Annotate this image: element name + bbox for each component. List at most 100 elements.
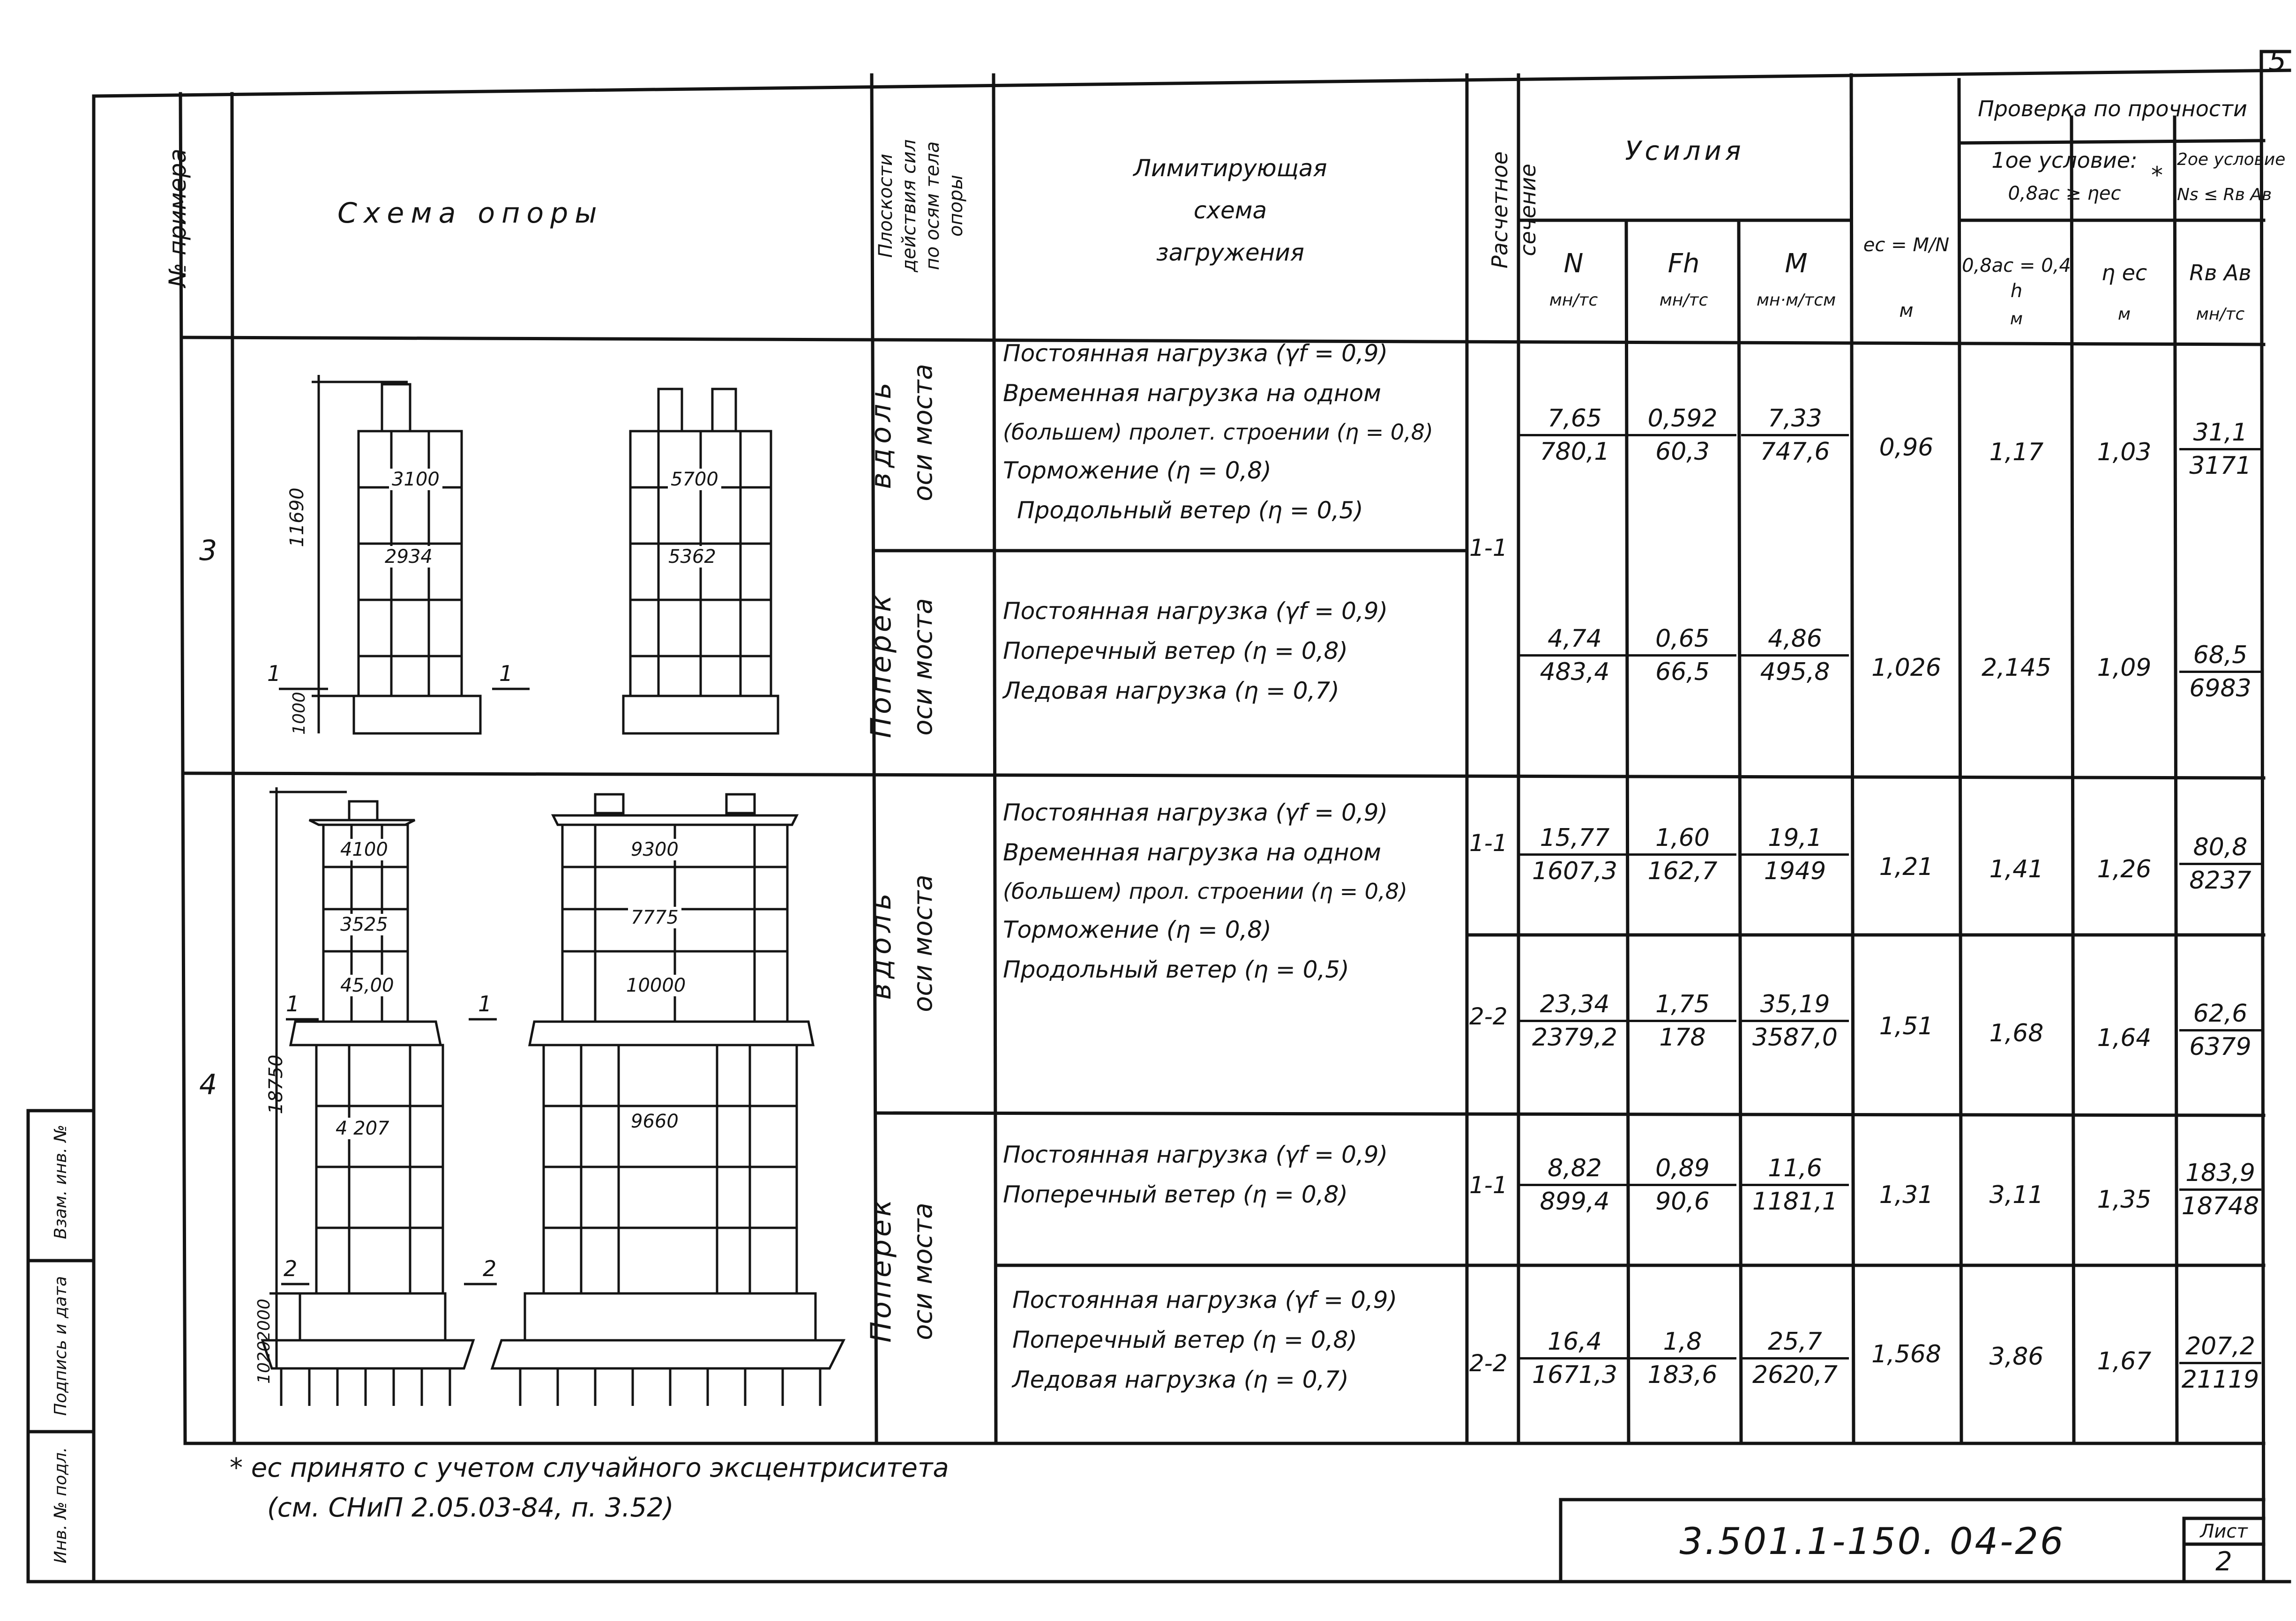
header-asterisk: * (2151, 162, 2163, 189)
ex4-loading-along-2: Временная нагрузка на одном (1003, 839, 1381, 866)
ex4-dim-r1: 9300 (628, 839, 681, 860)
header-rbab-unit: мн/тс (2196, 305, 2245, 324)
header-loading-1: Лимитирующая (1133, 155, 1327, 182)
ex4-dim-r3: 10000 (623, 975, 689, 996)
side-stamp-signature: Подпись и дата (51, 1276, 70, 1416)
ex4-dim-w3: 45,00 (337, 975, 397, 996)
ex3-dim-top-right: 5700 (668, 469, 721, 490)
ex3-plane-along-1: вдоль (865, 378, 897, 489)
ex4-section1-right: 1 (478, 991, 492, 1016)
ex3-loading-along-1: Постоянная нагрузка (γf = 0,9) (1003, 340, 1388, 367)
ex4-loading-along-5: Продольный ветер (η = 0,5) (1003, 956, 1349, 983)
ex3-loading-across-3: Ледовая нагрузка (η = 0,7) (1003, 677, 1339, 704)
header-M: M (1785, 248, 1808, 279)
stamp-sheet-number: 2 (2215, 1546, 2232, 1577)
ex3-r1-eta: 1,03 (2097, 438, 2152, 466)
ex4-r4-eta: 1,67 (2097, 1347, 2152, 1375)
ex4-plane-across-1: Поперек (865, 1196, 897, 1343)
header-cond1: 1ое условие: (1991, 148, 2138, 173)
side-stamp-replacement: Взам. инв. № (51, 1124, 70, 1240)
ex4-dim-r4: 9660 (628, 1111, 681, 1132)
ex3-r2-ec: 1,026 (1871, 654, 1941, 682)
ex3-dim-top-left: 3100 (389, 469, 442, 490)
header-planes-4: опоры (945, 174, 967, 237)
ex3-loading-across-1: Постоянная нагрузка (γf = 0,9) (1003, 598, 1388, 625)
ex4-r2-ec: 1,51 (1879, 1012, 1934, 1040)
ex4-r2-eta: 1,64 (2097, 1024, 2152, 1052)
ex3-number: 3 (199, 534, 217, 567)
footnote-line-2: (см. СНиП 2.05.03-84, п. 3.52) (267, 1493, 674, 1523)
ex4-section1-left: 1 (286, 991, 300, 1016)
ex3-r2-eta: 1,09 (2097, 654, 2152, 682)
ex4-loading-across1-2: Поперечный ветер (η = 0,8) (1003, 1181, 1348, 1208)
header-Fh-unit: мн/тс (1659, 291, 1708, 310)
ex4-loading-across1-1: Постоянная нагрузка (γf = 0,9) (1003, 1141, 1388, 1168)
ex3-dim-height: 11690 (286, 487, 308, 547)
header-cond1-formula: 0,8ac ≥ ηec (2008, 183, 2121, 204)
ex4-section2-left: 2 (284, 1256, 298, 1281)
sheet-number-top: 5 (2268, 45, 2287, 77)
ex4-r1-ec: 1,21 (1879, 853, 1934, 881)
ex4-r2-ac: 1,68 (1989, 1019, 2044, 1047)
ex4-r3-eta: 1,35 (2097, 1186, 2152, 1214)
ex3-section-mark-right: 1 (499, 661, 513, 686)
ex4-dim-r2: 7775 (628, 907, 681, 928)
header-eta-ec: η ec (2101, 260, 2147, 285)
ex4-loading-along-1: Постоянная нагрузка (γf = 0,9) (1003, 799, 1388, 826)
header-M-unit: мн·м/тсм (1756, 291, 1836, 310)
ex4-loading-across2-3: Ледовая нагрузка (η = 0,7) (1012, 1366, 1349, 1393)
ex3-section: 1-1 (1469, 534, 1508, 561)
ex3-dim-mid-right: 5362 (666, 546, 719, 568)
header-Fh: Fh (1668, 248, 1700, 279)
header-planes-3: по осям тела (922, 141, 943, 270)
side-stamp-inventory: Инв. № подл. (51, 1447, 70, 1564)
ex4-r2-section: 2-2 (1469, 1003, 1508, 1030)
ex4-dim-w1: 4100 (337, 839, 391, 860)
ex3-section-mark-left: 1 (267, 661, 281, 686)
ex3-r1-ac: 1,17 (1989, 438, 2044, 466)
ex4-plane-across-2: оси моста (908, 1203, 938, 1340)
ex4-number: 4 (199, 1068, 217, 1101)
ex3-r2-ac: 2,145 (1982, 654, 2051, 682)
ex3-plane-across-1: Поперек (865, 592, 897, 738)
header-section-1: Расчетное (1487, 151, 1512, 269)
ex3-dim-base: 1000 (290, 692, 309, 735)
ex4-dim-w2: 3525 (337, 914, 391, 935)
ex4-r1-section: 1-1 (1469, 829, 1508, 857)
header-cond2: 2ое условие (2177, 150, 2286, 169)
ex4-r3-ec: 1,31 (1879, 1181, 1934, 1209)
ex4-dim-height: 18750 (265, 1054, 287, 1114)
header-ec: ec = M/N (1863, 234, 1950, 256)
footnote-line-1: * ec принято с учетом случайного эксцент… (230, 1453, 949, 1483)
ex4-loading-across2-1: Постоянная нагрузка (γf = 0,9) (1012, 1286, 1398, 1314)
header-planes-1: Плоскости (875, 153, 897, 258)
ex4-loading-along-3: (большем) прол. строении (η = 0,8) (1003, 879, 1407, 904)
ex3-r1-ec: 0,96 (1879, 433, 1934, 462)
ex4-loading-across2-2: Поперечный ветер (η = 0,8) (1012, 1326, 1357, 1353)
ex4-pier-longitudinal (261, 787, 497, 1406)
header-08ac-unit: м (2010, 309, 2023, 329)
stamp-code: 3.501.1-150. 04-26 (1679, 1521, 2065, 1563)
ex4-plane-along-1: вдоль (865, 889, 897, 1000)
header-check: Проверка по прочности (1978, 96, 2247, 121)
ex4-dim-found: 1020 (254, 1341, 274, 1384)
